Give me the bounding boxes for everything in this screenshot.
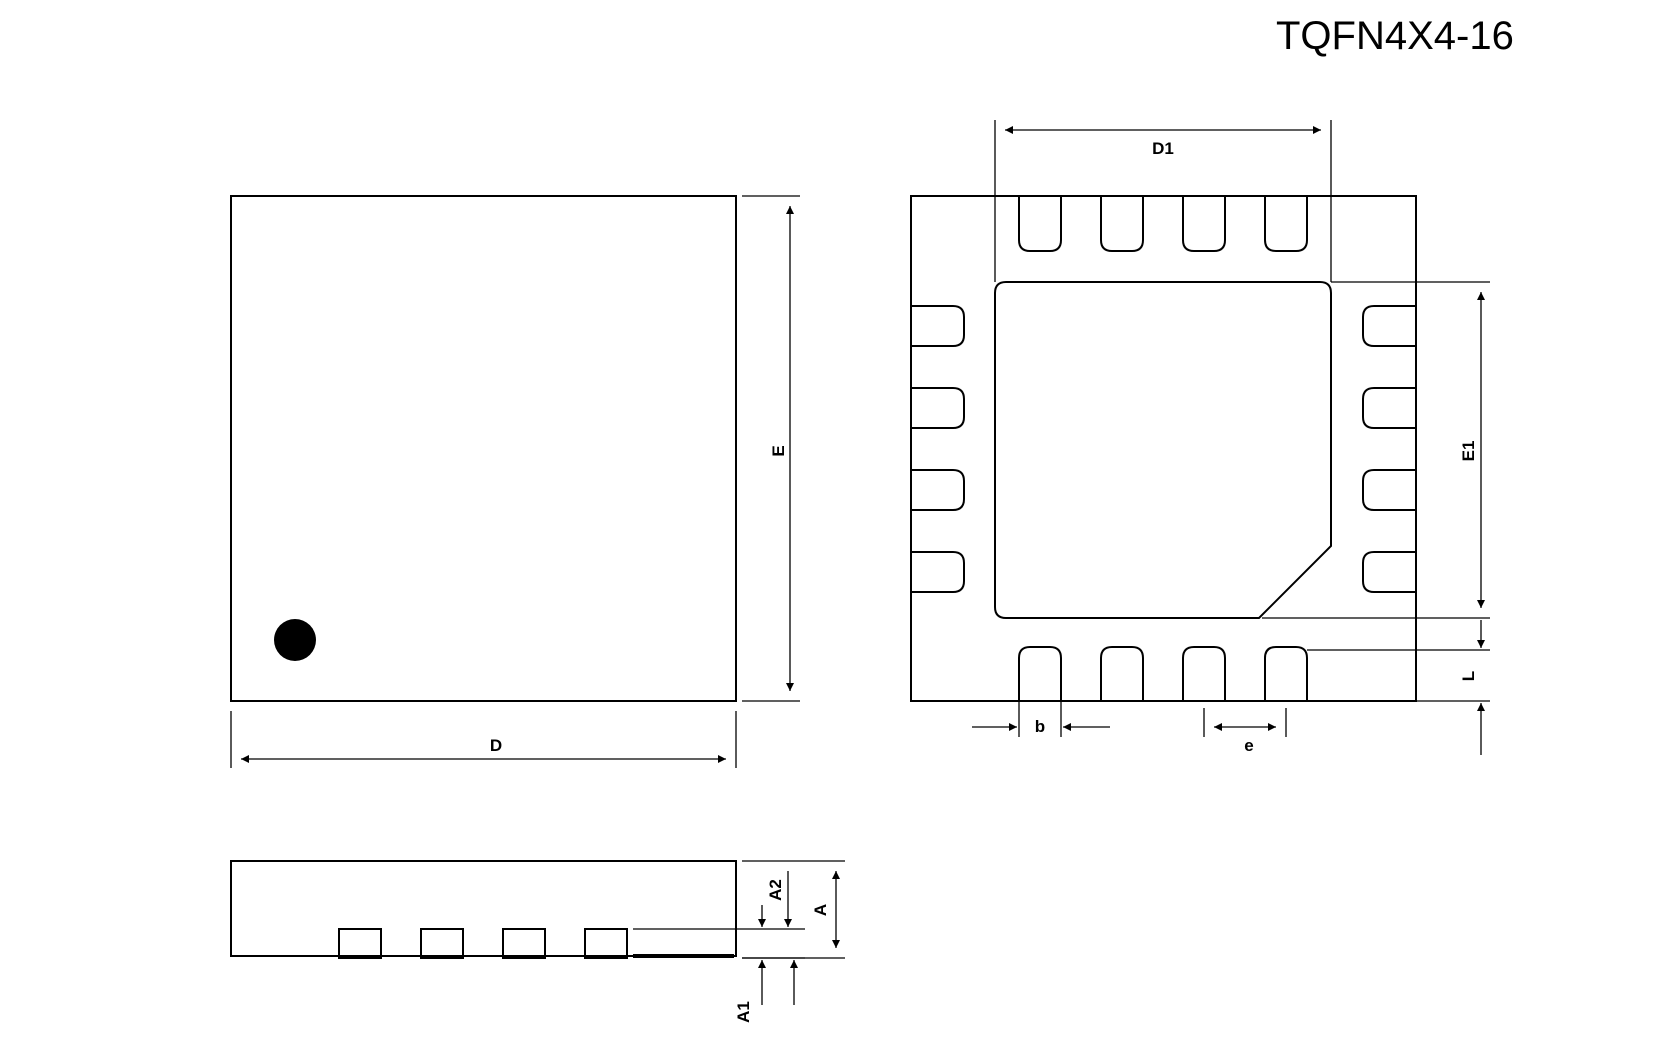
dimension-E1: E1 [1262, 281, 1490, 619]
side-view: A A2 A1 [230, 860, 845, 1023]
pin [1018, 646, 1062, 701]
dimension-e: e [1203, 708, 1287, 755]
pin [911, 305, 965, 347]
label-e: e [1244, 736, 1253, 755]
dimension-D1: D1 [994, 120, 1332, 282]
side-pin [584, 928, 628, 959]
dimension-A2: A2 [766, 871, 792, 927]
side-pin [502, 928, 546, 959]
pins-right-column [1362, 305, 1416, 593]
pin [1362, 387, 1416, 429]
dimension-D: D [230, 711, 737, 768]
pins-left-column [911, 305, 965, 593]
label-E1: E1 [1459, 441, 1478, 462]
side-pin [338, 928, 382, 959]
pin [1362, 305, 1416, 347]
pin1-dot [274, 619, 316, 661]
bottom-view: D1 E1 L b e [910, 120, 1490, 755]
pin [1362, 469, 1416, 511]
label-A: A [811, 904, 830, 916]
pin [1362, 551, 1416, 593]
dimension-E: E [742, 195, 800, 702]
pin [1100, 196, 1144, 252]
pin [911, 387, 965, 429]
side-pin [420, 928, 464, 959]
pin [911, 551, 965, 593]
pin [1264, 646, 1308, 701]
label-b: b [1035, 717, 1045, 736]
dimension-b: b [972, 701, 1110, 737]
pin [1182, 196, 1226, 252]
dimension-A: A [742, 860, 845, 959]
pins-bottom-row [1018, 646, 1308, 701]
exposed-pad [994, 281, 1332, 619]
label-A1: A1 [734, 1001, 753, 1023]
side-view-body [230, 860, 737, 957]
label-L: L [1459, 671, 1478, 681]
pins-top-row [1018, 196, 1308, 252]
label-A2: A2 [766, 879, 785, 901]
label-D: D [490, 736, 502, 755]
top-view-body [230, 195, 737, 702]
top-view: E D [230, 195, 800, 768]
pin [911, 469, 965, 511]
bottom-view-body [910, 195, 1417, 702]
pin [1264, 196, 1308, 252]
dimension-A1: A1 [734, 905, 805, 1023]
dimension-L: L [1307, 620, 1490, 755]
package-title: TQFN4X4-16 [1276, 14, 1514, 58]
pin [1018, 196, 1062, 252]
pin [1182, 646, 1226, 701]
label-E: E [769, 445, 788, 456]
label-D1: D1 [1152, 139, 1174, 158]
pin [1100, 646, 1144, 701]
